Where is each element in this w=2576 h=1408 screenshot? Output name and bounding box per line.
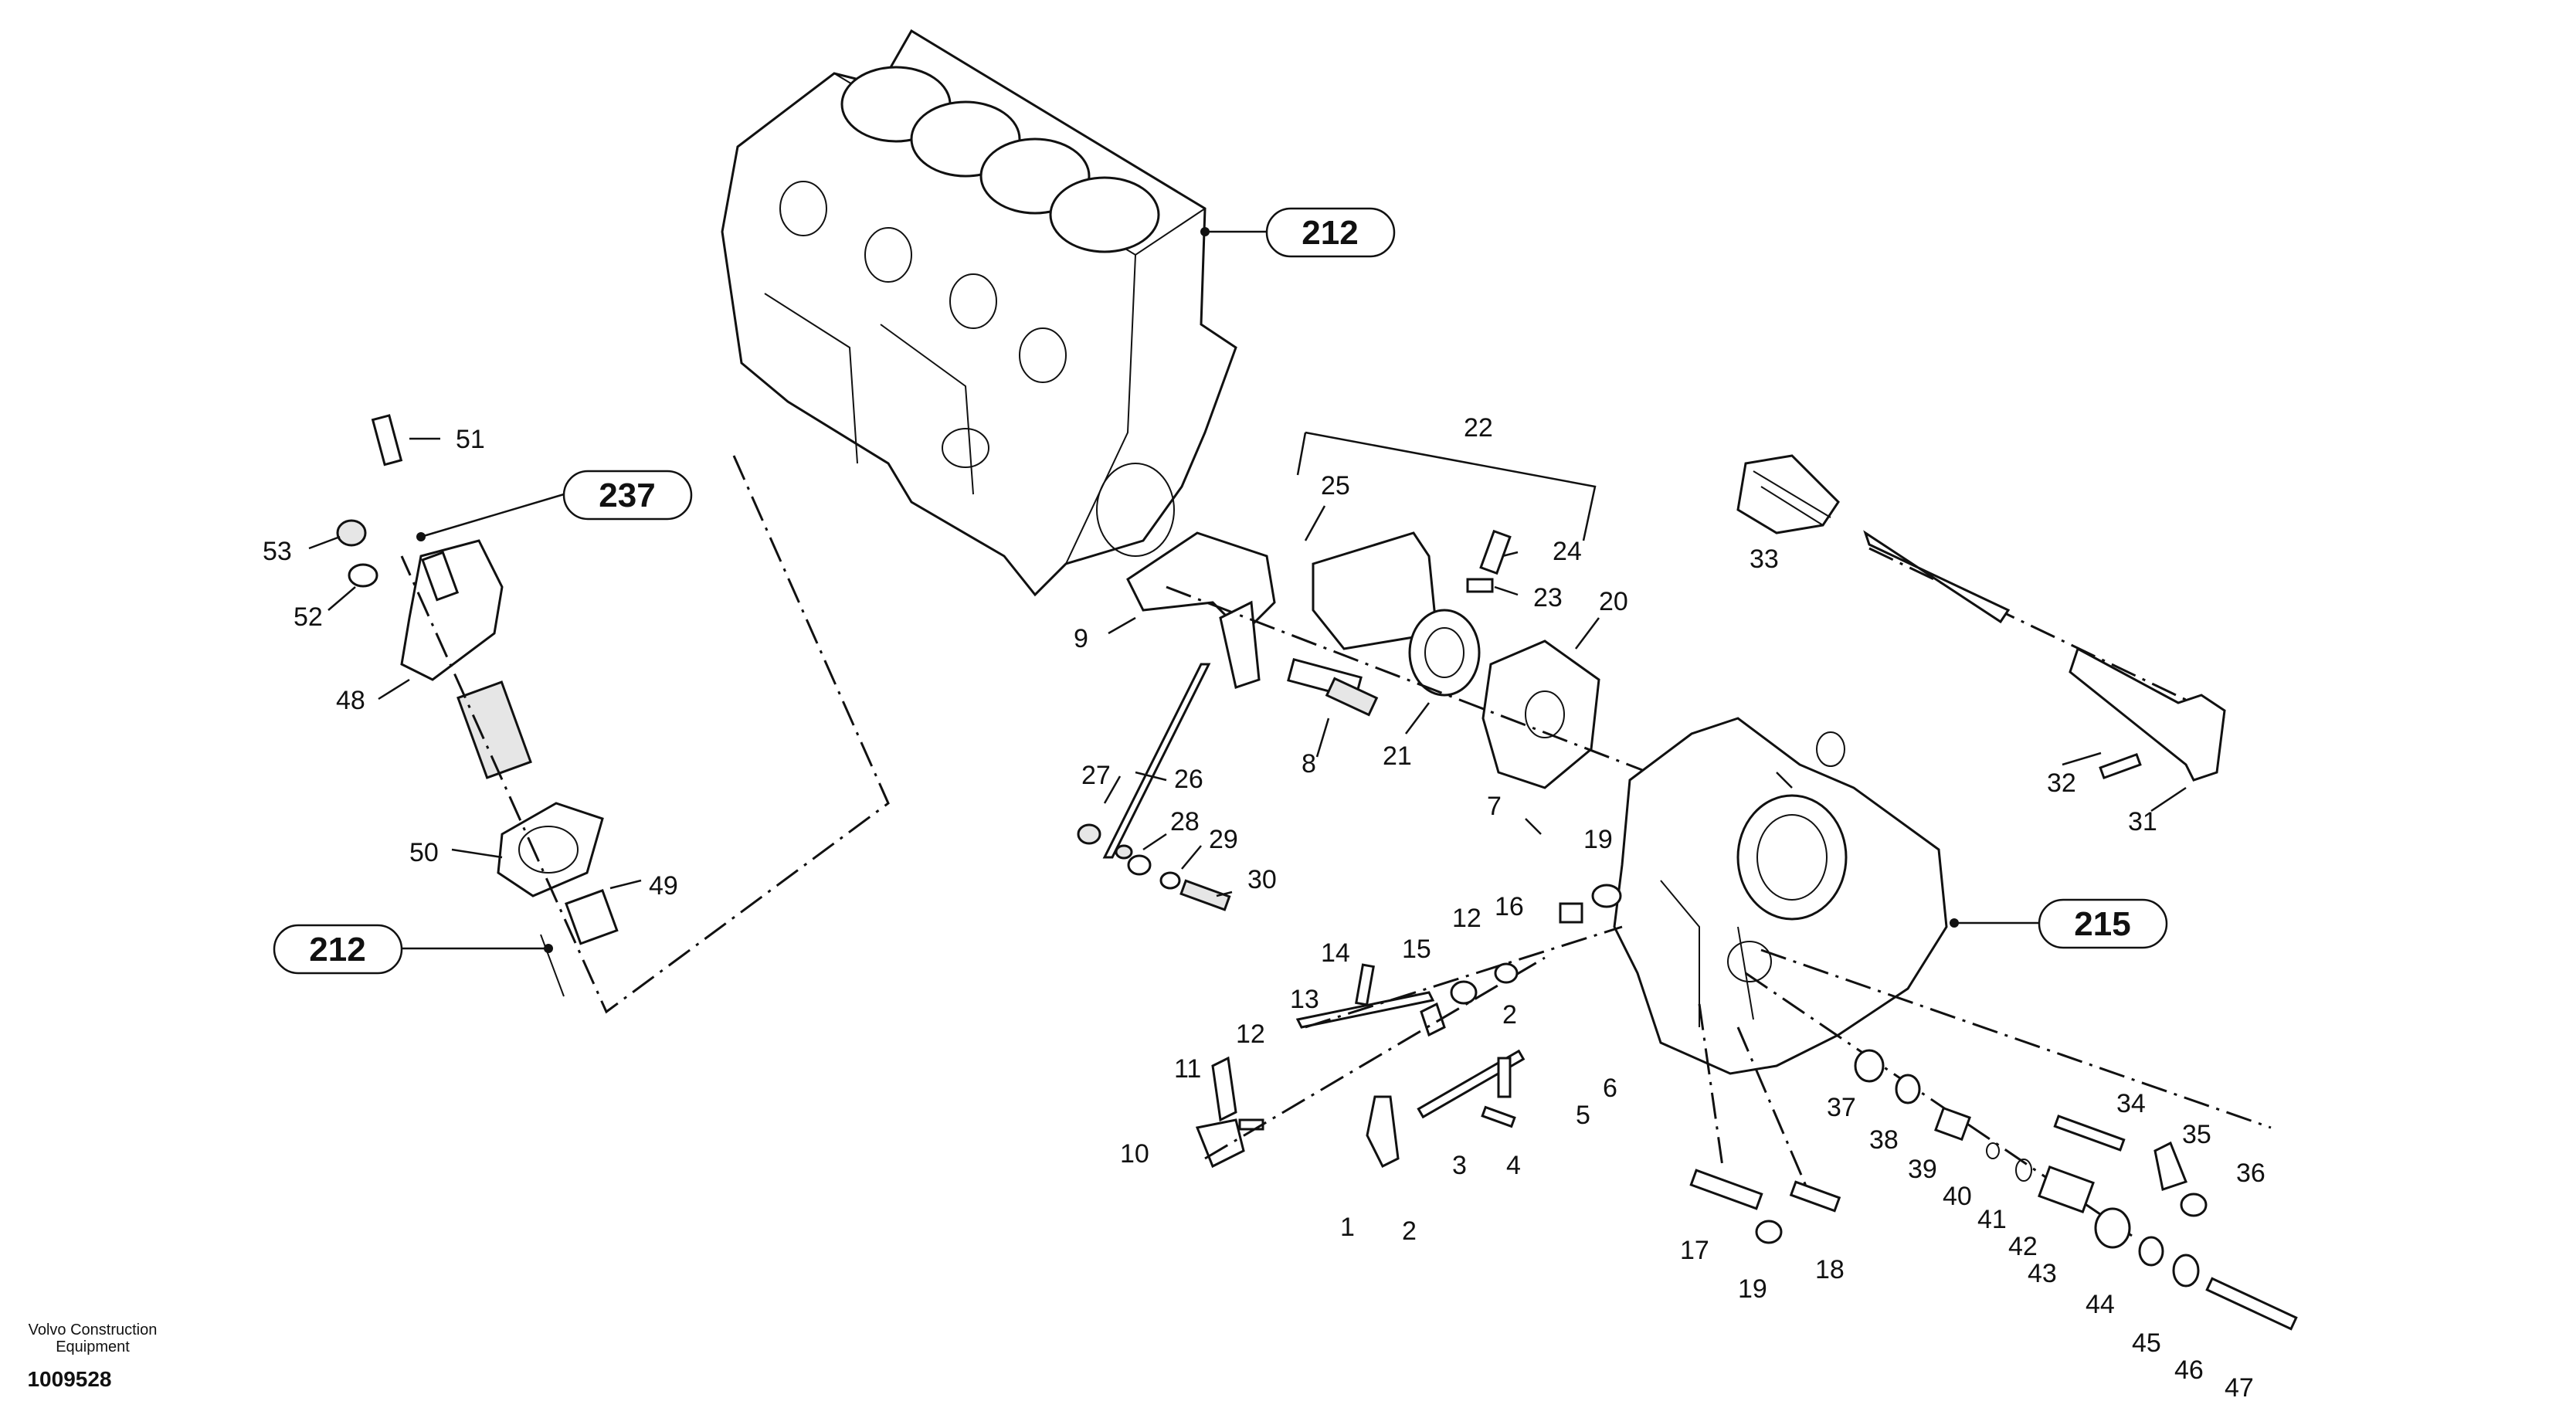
part-label-47: 47	[2225, 1373, 2254, 1403]
part-label-33: 33	[1750, 545, 1779, 574]
part-label-40: 40	[1943, 1182, 1972, 1211]
part-label-16: 16	[1495, 892, 1524, 921]
part-label-2: 2	[1502, 1000, 1517, 1030]
part-label-29: 29	[1209, 825, 1238, 854]
leader-lines	[308, 437, 2187, 897]
reference-237[interactable]: 237	[416, 470, 693, 541]
timing-cover	[1613, 717, 1948, 1075]
part-label-44: 44	[2086, 1290, 2115, 1319]
part-label-1: 1	[1340, 1213, 1355, 1242]
reference-label: 212	[309, 931, 365, 969]
part-label-21: 21	[1383, 741, 1412, 771]
part-label-25: 25	[1321, 471, 1350, 500]
part-label-43: 43	[2028, 1259, 2057, 1288]
part-label-14: 14	[1321, 938, 1350, 968]
assembly-path-linkage	[1204, 956, 1546, 1160]
part-label-19: 19	[1738, 1274, 1767, 1304]
part-label-8: 8	[1302, 749, 1316, 779]
assembly-path-left	[400, 455, 890, 1014]
pump-assembly-left	[336, 414, 619, 997]
brand-line-1: Volvo Construction	[29, 1321, 158, 1338]
part-label-23: 23	[1533, 583, 1563, 612]
part-label-32: 32	[2047, 768, 2076, 798]
part-label-48: 48	[336, 686, 365, 715]
thermostat-group	[1126, 431, 1600, 789]
assembly-path-right	[1698, 1003, 1809, 1190]
part-label-26: 26	[1174, 765, 1203, 794]
part-label-39: 39	[1908, 1155, 1937, 1184]
governor-rack	[1736, 454, 2226, 782]
part-label-34: 34	[2116, 1089, 2146, 1118]
part-labels: 51 53 52 48 50 49 22 25 24 23 9 20 21 8 …	[263, 413, 2265, 1403]
reference-label: 212	[1302, 214, 1358, 252]
brand-line-2: Equipment	[56, 1338, 130, 1355]
part-label-20: 20	[1599, 587, 1628, 616]
part-label-10: 10	[1120, 1139, 1149, 1169]
assembly-path-cover	[1745, 972, 2133, 1237]
part-label-4: 4	[1506, 1151, 1521, 1180]
part-label-15: 15	[1402, 935, 1431, 964]
part-label-12: 12	[1236, 1020, 1265, 1049]
part-label-2: 2	[1402, 1216, 1417, 1246]
part-label-22: 22	[1464, 413, 1493, 443]
part-label-12: 12	[1452, 904, 1481, 933]
part-label-24: 24	[1553, 537, 1582, 566]
part-label-6: 6	[1603, 1074, 1617, 1103]
part-label-45: 45	[2132, 1328, 2161, 1358]
part-label-53: 53	[263, 537, 292, 566]
part-label-30: 30	[1247, 865, 1277, 894]
engine-block	[721, 29, 1237, 597]
part-label-35: 35	[2182, 1120, 2211, 1149]
assembly-path-pump	[1166, 585, 1669, 782]
part-label-52: 52	[294, 602, 323, 632]
drawing-number: 1009528	[27, 1367, 111, 1391]
reference-label: 237	[599, 477, 655, 514]
part-label-9: 9	[1074, 624, 1088, 653]
part-label-5: 5	[1576, 1101, 1590, 1130]
part-label-11: 11	[1174, 1054, 1201, 1084]
part-label-3: 3	[1452, 1151, 1467, 1180]
part-label-19: 19	[1583, 825, 1613, 854]
part-label-49: 49	[649, 871, 678, 901]
part-label-13: 13	[1290, 985, 1319, 1014]
part-label-18: 18	[1815, 1255, 1845, 1284]
part-label-27: 27	[1081, 761, 1111, 790]
governor-linkage	[1077, 663, 1526, 1169]
part-label-31: 31	[2128, 807, 2157, 836]
part-label-46: 46	[2174, 1355, 2204, 1385]
part-label-51: 51	[456, 425, 485, 454]
reference-212-left[interactable]: 212	[273, 924, 553, 975]
reference-215[interactable]: 215	[1950, 898, 2168, 949]
reference-label: 215	[2074, 905, 2130, 943]
part-label-17: 17	[1680, 1236, 1709, 1265]
assembly-path-rack	[1868, 547, 2225, 720]
part-label-7: 7	[1487, 792, 1502, 821]
right-hardware	[1494, 884, 2298, 1331]
part-label-36: 36	[2236, 1159, 2265, 1188]
assembly-path-shaft	[1305, 925, 1623, 1029]
reference-212-top[interactable]: 212	[1200, 207, 1396, 258]
footer: Volvo Construction Equipment 1009528	[27, 1321, 157, 1391]
part-label-50: 50	[409, 838, 439, 867]
assembly-path-upper	[1760, 948, 2272, 1129]
part-label-28: 28	[1170, 807, 1200, 836]
part-label-37: 37	[1827, 1093, 1856, 1122]
part-label-42: 42	[2008, 1232, 2038, 1261]
part-label-41: 41	[1977, 1205, 2007, 1234]
part-label-38: 38	[1869, 1125, 1899, 1155]
